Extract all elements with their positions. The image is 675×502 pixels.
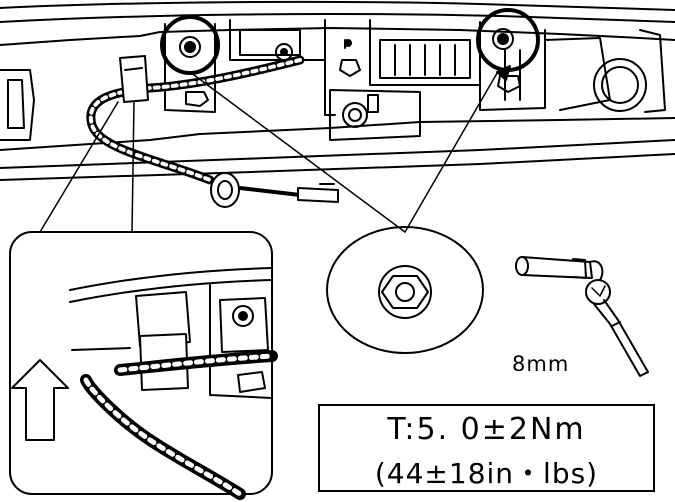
bolt-icon — [179, 28, 521, 128]
zoom-inset — [9, 231, 278, 500]
torque-spec-inlbs: (44±18in・lbs) — [374, 457, 599, 490]
wire-harness — [86, 55, 339, 208]
nut-detail — [326, 226, 484, 354]
torque-spec-nm: T:5. 0±2Nm — [387, 412, 586, 447]
torque-wrench-icon — [515, 256, 649, 377]
arrow-head — [496, 65, 511, 81]
wrench-size-label: 8mm — [512, 352, 570, 376]
up-arrow-icon — [11, 359, 69, 441]
leader-lines — [39, 67, 501, 233]
torque-spec-box: T:5. 0±2Nm (44±18in・lbs) — [318, 404, 655, 492]
trim-panel — [0, 0, 675, 181]
